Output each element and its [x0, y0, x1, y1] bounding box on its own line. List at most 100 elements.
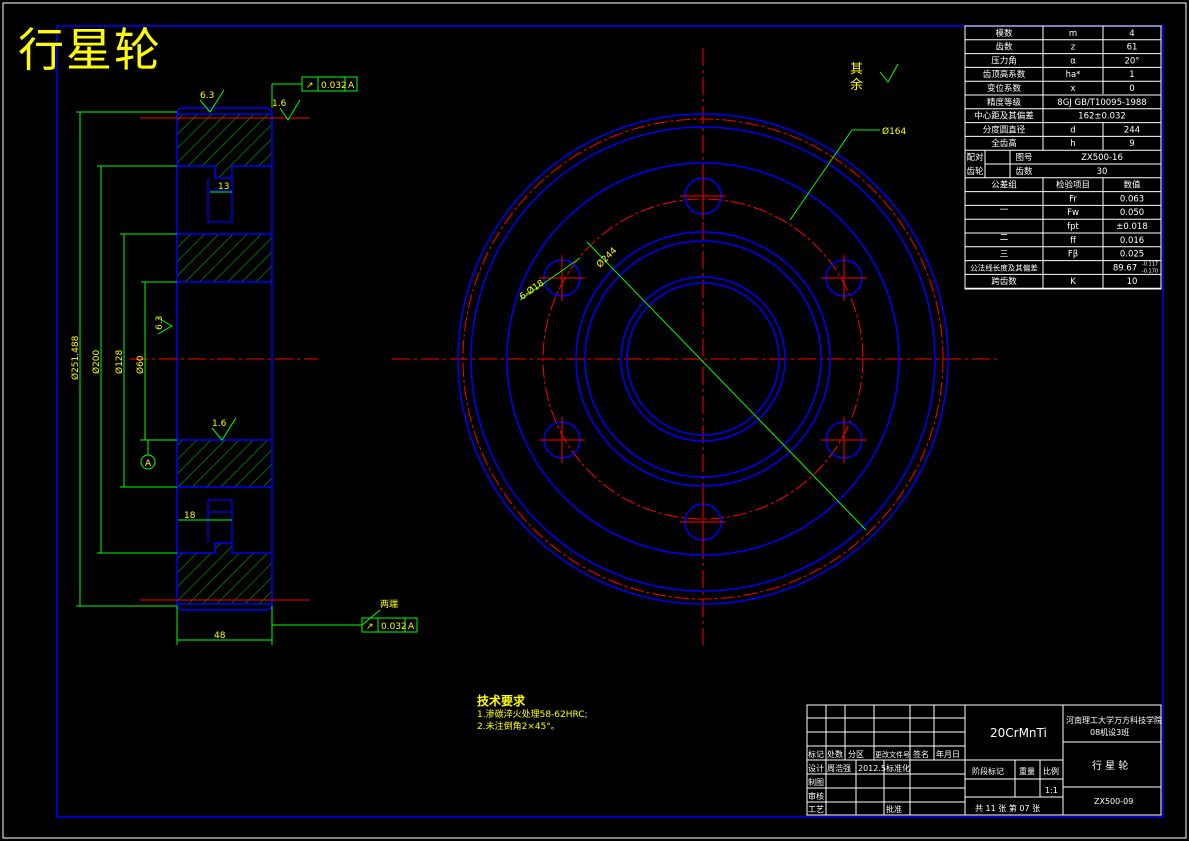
- mesh-row-value: ZX500-16: [1081, 153, 1123, 163]
- span-count-symbol: K: [1070, 277, 1076, 287]
- tb-approve: 批准: [886, 804, 902, 814]
- param-row-symbol: m: [1069, 29, 1077, 39]
- dim-outer-dia: Ø251.488: [70, 335, 81, 380]
- span-row-tol-bottom: -0.170: [1142, 268, 1158, 274]
- tol-row-value: 0.016: [1120, 236, 1144, 246]
- tol-group-3: 三: [1000, 250, 1009, 260]
- runout-bottom-value: 0.032: [381, 622, 407, 632]
- param-row-label: 齿顶高系数: [983, 69, 1026, 80]
- tb-part-name: 行 星 轮: [1092, 759, 1128, 772]
- param-row-label: 分度圆直径: [983, 124, 1026, 135]
- tol-row-item: Fr: [1069, 194, 1077, 204]
- roughness-remainder-label: 其余: [850, 62, 864, 93]
- mesh-row-label: 齿数: [1015, 166, 1033, 177]
- tb-design-1: 周浩强: [827, 763, 851, 773]
- param-row-symbol: h: [1070, 139, 1075, 149]
- roughness-1: 6.3: [200, 91, 214, 101]
- tb-h-2: 分区: [848, 750, 864, 759]
- tech-item-1: 1.渗碳淬火处理58-62HRC;: [477, 710, 588, 720]
- param-row-label: 变位系数: [987, 83, 1022, 94]
- tb-h-5: 年月日: [936, 749, 960, 759]
- param-row-symbol: 8GJ GB/T10095-1988: [1057, 98, 1146, 108]
- param-row-symbol: α: [1070, 56, 1076, 66]
- tol-header-item: 检验项目: [1056, 180, 1090, 191]
- front-view: Ø164 6-Ø18 Ø244: [392, 48, 1000, 645]
- tech-heading: 技术要求: [477, 694, 526, 708]
- title-block: [806, 704, 1162, 816]
- param-row-symbol: z: [1071, 43, 1076, 53]
- tol-row-item: ff: [1070, 236, 1077, 246]
- dim-root-dia: Ø200: [91, 349, 102, 374]
- param-row-value: 20°: [1124, 56, 1139, 66]
- tol-row-value: 0.025: [1120, 250, 1144, 260]
- param-row-label: 模数: [995, 28, 1013, 39]
- mesh-row-value: 30: [1097, 167, 1108, 177]
- param-row-value: 61: [1127, 43, 1138, 53]
- tb-design-3: 标准化: [886, 763, 910, 773]
- tol-row-value: 0.050: [1120, 208, 1144, 218]
- roughness-3: 6.3: [155, 316, 165, 330]
- inner-frame: [56, 25, 1164, 818]
- parameter-table: [964, 25, 1162, 290]
- span-count-value: 10: [1127, 277, 1138, 287]
- tb-row-1: 审核: [808, 791, 824, 801]
- drawing-title: 行星轮: [18, 23, 162, 77]
- datum-label: A: [145, 459, 152, 469]
- param-row-symbol: d: [1070, 125, 1075, 135]
- mesh-label-1: 配对: [966, 152, 984, 163]
- tb-material: 20CrMnTi: [990, 726, 1047, 740]
- param-row-value: 244: [1124, 125, 1140, 135]
- tol-group-2: 二: [1000, 233, 1009, 243]
- tb-design-0: 设计: [808, 763, 824, 773]
- runout-top-datum: A: [348, 81, 355, 91]
- mesh-label-2: 齿轮: [966, 166, 984, 177]
- tol-header-group: 公差组: [991, 180, 1017, 191]
- runout-bottom-symbol: ↗: [366, 622, 374, 632]
- technical-requirements: 技术要求 1.渗碳淬火处理58-62HRC; 2.未注倒角2×45°。: [477, 692, 588, 733]
- hatch-upper-hub: [176, 233, 273, 283]
- span-row-label: 公法线长度及其偏差: [970, 262, 1038, 272]
- param-row-symbol: 162±0.032: [1078, 112, 1126, 122]
- tol-row-value: 0.063: [1120, 194, 1144, 204]
- tol-header-value: 数值: [1123, 180, 1141, 191]
- param-row-label: 齿数: [995, 42, 1013, 53]
- tb-design-2: 2012.5: [858, 764, 886, 773]
- span-row-tol-top: -0.117: [1142, 261, 1158, 267]
- tb-stage: 阶段标记: [972, 766, 1004, 776]
- param-row-value: 0: [1129, 84, 1134, 94]
- runout-top-symbol: ↗: [306, 81, 314, 91]
- span-row-value: 89.67: [1113, 263, 1137, 273]
- tb-row-2: 工艺: [808, 805, 824, 814]
- tol-row-item: Fw: [1067, 208, 1079, 218]
- dim-pitch-circle: Ø164: [882, 126, 907, 137]
- tb-org: 河南理工大学万方科技学院: [1066, 715, 1162, 725]
- param-row-label: 中心距及其偏差: [974, 111, 1034, 122]
- param-row-symbol: ha*: [1066, 70, 1081, 80]
- tb-row-0: 制图: [808, 777, 824, 787]
- runout-bottom-datum: A: [408, 622, 415, 632]
- param-row-value: 4: [1129, 29, 1134, 39]
- param-row-value: 1: [1129, 70, 1134, 80]
- tb-ratio: 比例: [1043, 766, 1059, 776]
- param-row-label: 精度等级: [987, 97, 1022, 108]
- tb-drawing-no: ZX500-09: [1094, 797, 1133, 806]
- tb-class: 08机设3班: [1090, 727, 1129, 737]
- tb-weight: 重量: [1019, 766, 1035, 776]
- param-row-symbol: x: [1070, 84, 1075, 94]
- tol-row-item: Fβ: [1068, 250, 1078, 260]
- tol-group-1: 一: [1000, 205, 1009, 215]
- param-row-label: 全齿高: [991, 138, 1017, 149]
- tol-row-item: fpt: [1067, 222, 1079, 232]
- param-row-value: 9: [1129, 139, 1134, 149]
- tb-h-1: 处数: [827, 749, 843, 759]
- tb-h-3: 更改文件号: [875, 750, 910, 759]
- dim-bore-dia: Ø60: [135, 355, 146, 374]
- dim-width: 48: [214, 631, 226, 641]
- param-row-label: 压力角: [991, 55, 1017, 66]
- tb-sheet: 共 11 张 第 07 张: [975, 803, 1040, 813]
- mesh-row-label: 图号: [1015, 153, 1032, 163]
- tech-item-2: 2.未注倒角2×45°。: [477, 722, 560, 732]
- tb-h-4: 签名: [913, 749, 929, 759]
